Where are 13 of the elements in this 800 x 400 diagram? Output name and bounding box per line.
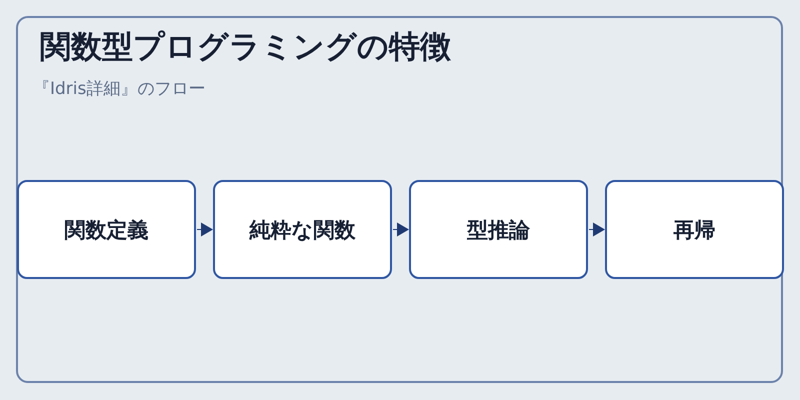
process-box: [409, 180, 588, 279]
node-label: 純粋な関数: [250, 216, 356, 244]
node-label: 型推論: [467, 216, 530, 244]
arrow: [588, 222, 605, 236]
process-box: [213, 180, 392, 279]
arrow: [392, 222, 409, 236]
arrow: [196, 222, 213, 236]
node-label: 関数定義: [64, 216, 148, 244]
process-box: [17, 180, 196, 279]
diagram-title: 関数型プログラミングの特徴: [40, 28, 451, 67]
subtitle: 『Idris詳細』のフロー: [33, 78, 206, 100]
process-box: [605, 180, 784, 279]
node-label: 再帰: [674, 216, 716, 244]
